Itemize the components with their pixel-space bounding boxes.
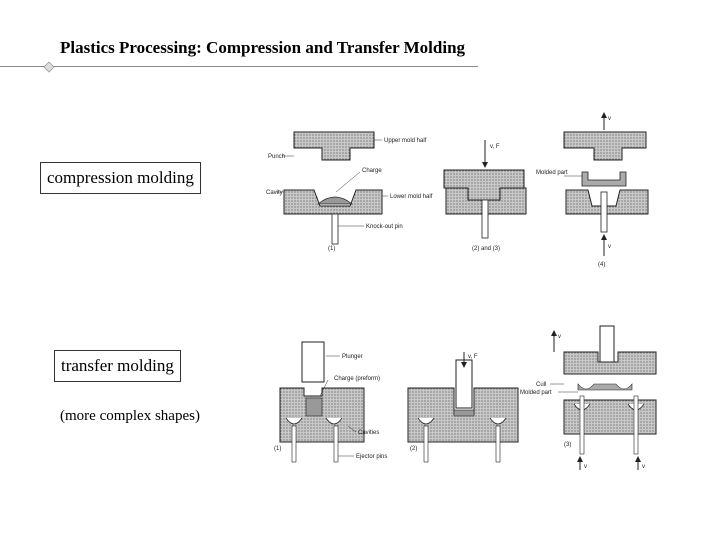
transfer-molding-label: transfer molding [54,350,181,382]
title-divider [0,66,478,67]
label-lower-mold-half: Lower mold half [390,194,433,200]
label-v-bottom: v [608,244,611,250]
step-4-label: (4) [598,262,605,268]
label-v-top: v [608,116,611,122]
label-v-left: v [584,464,587,470]
step-1-label: (1) [328,246,335,252]
label-upper-mold-half: Upper mold half [384,138,427,144]
label-knock-out-pin: Knock-out pin [366,224,403,230]
label-cavity: Cavity [266,190,283,196]
label-charge: Charge [362,168,382,174]
label-plunger: Plunger [342,354,363,360]
transfer-step-1 [279,341,365,463]
label-vf: v, F [468,354,478,360]
transfer-step-2 [407,352,519,463]
transfer-note: (more complex shapes) [60,408,200,424]
compression-step-1 [283,131,383,245]
label-molded-part: Molded part [520,390,552,396]
compression-molding-label: compression molding [40,162,201,194]
label-vf: v, F [490,144,500,150]
label-charge-preform: Charge (preform) [334,376,380,382]
step-1-label: (1) [274,446,281,452]
slide-title: Plastics Processing: Compression and Tra… [60,38,466,57]
label-cavities: Cavities [358,430,379,436]
compression-step-4 [563,112,649,256]
label-v-up: v [558,334,561,340]
step-2-3-label: (2) and (3) [472,246,500,252]
diamond-bullet-icon [43,61,55,73]
label-molded-part: Molded part [536,170,568,176]
step-3-label: (3) [564,442,571,448]
compression-molding-diagram: Upper mold half Punch Charge Cavity Lowe… [266,112,649,268]
label-ejector-pins: Ejector pins [356,454,387,460]
step-2-label: (2) [410,446,417,452]
compression-step-2-3 [443,140,527,239]
transfer-molding-diagram: Plunger Charge (preform) Cavities Ejecto… [274,325,657,470]
label-cull: Cull [536,382,546,388]
label-v-right: v [642,464,645,470]
label-punch: Punch [268,154,285,160]
transfer-step-3 [551,325,657,470]
